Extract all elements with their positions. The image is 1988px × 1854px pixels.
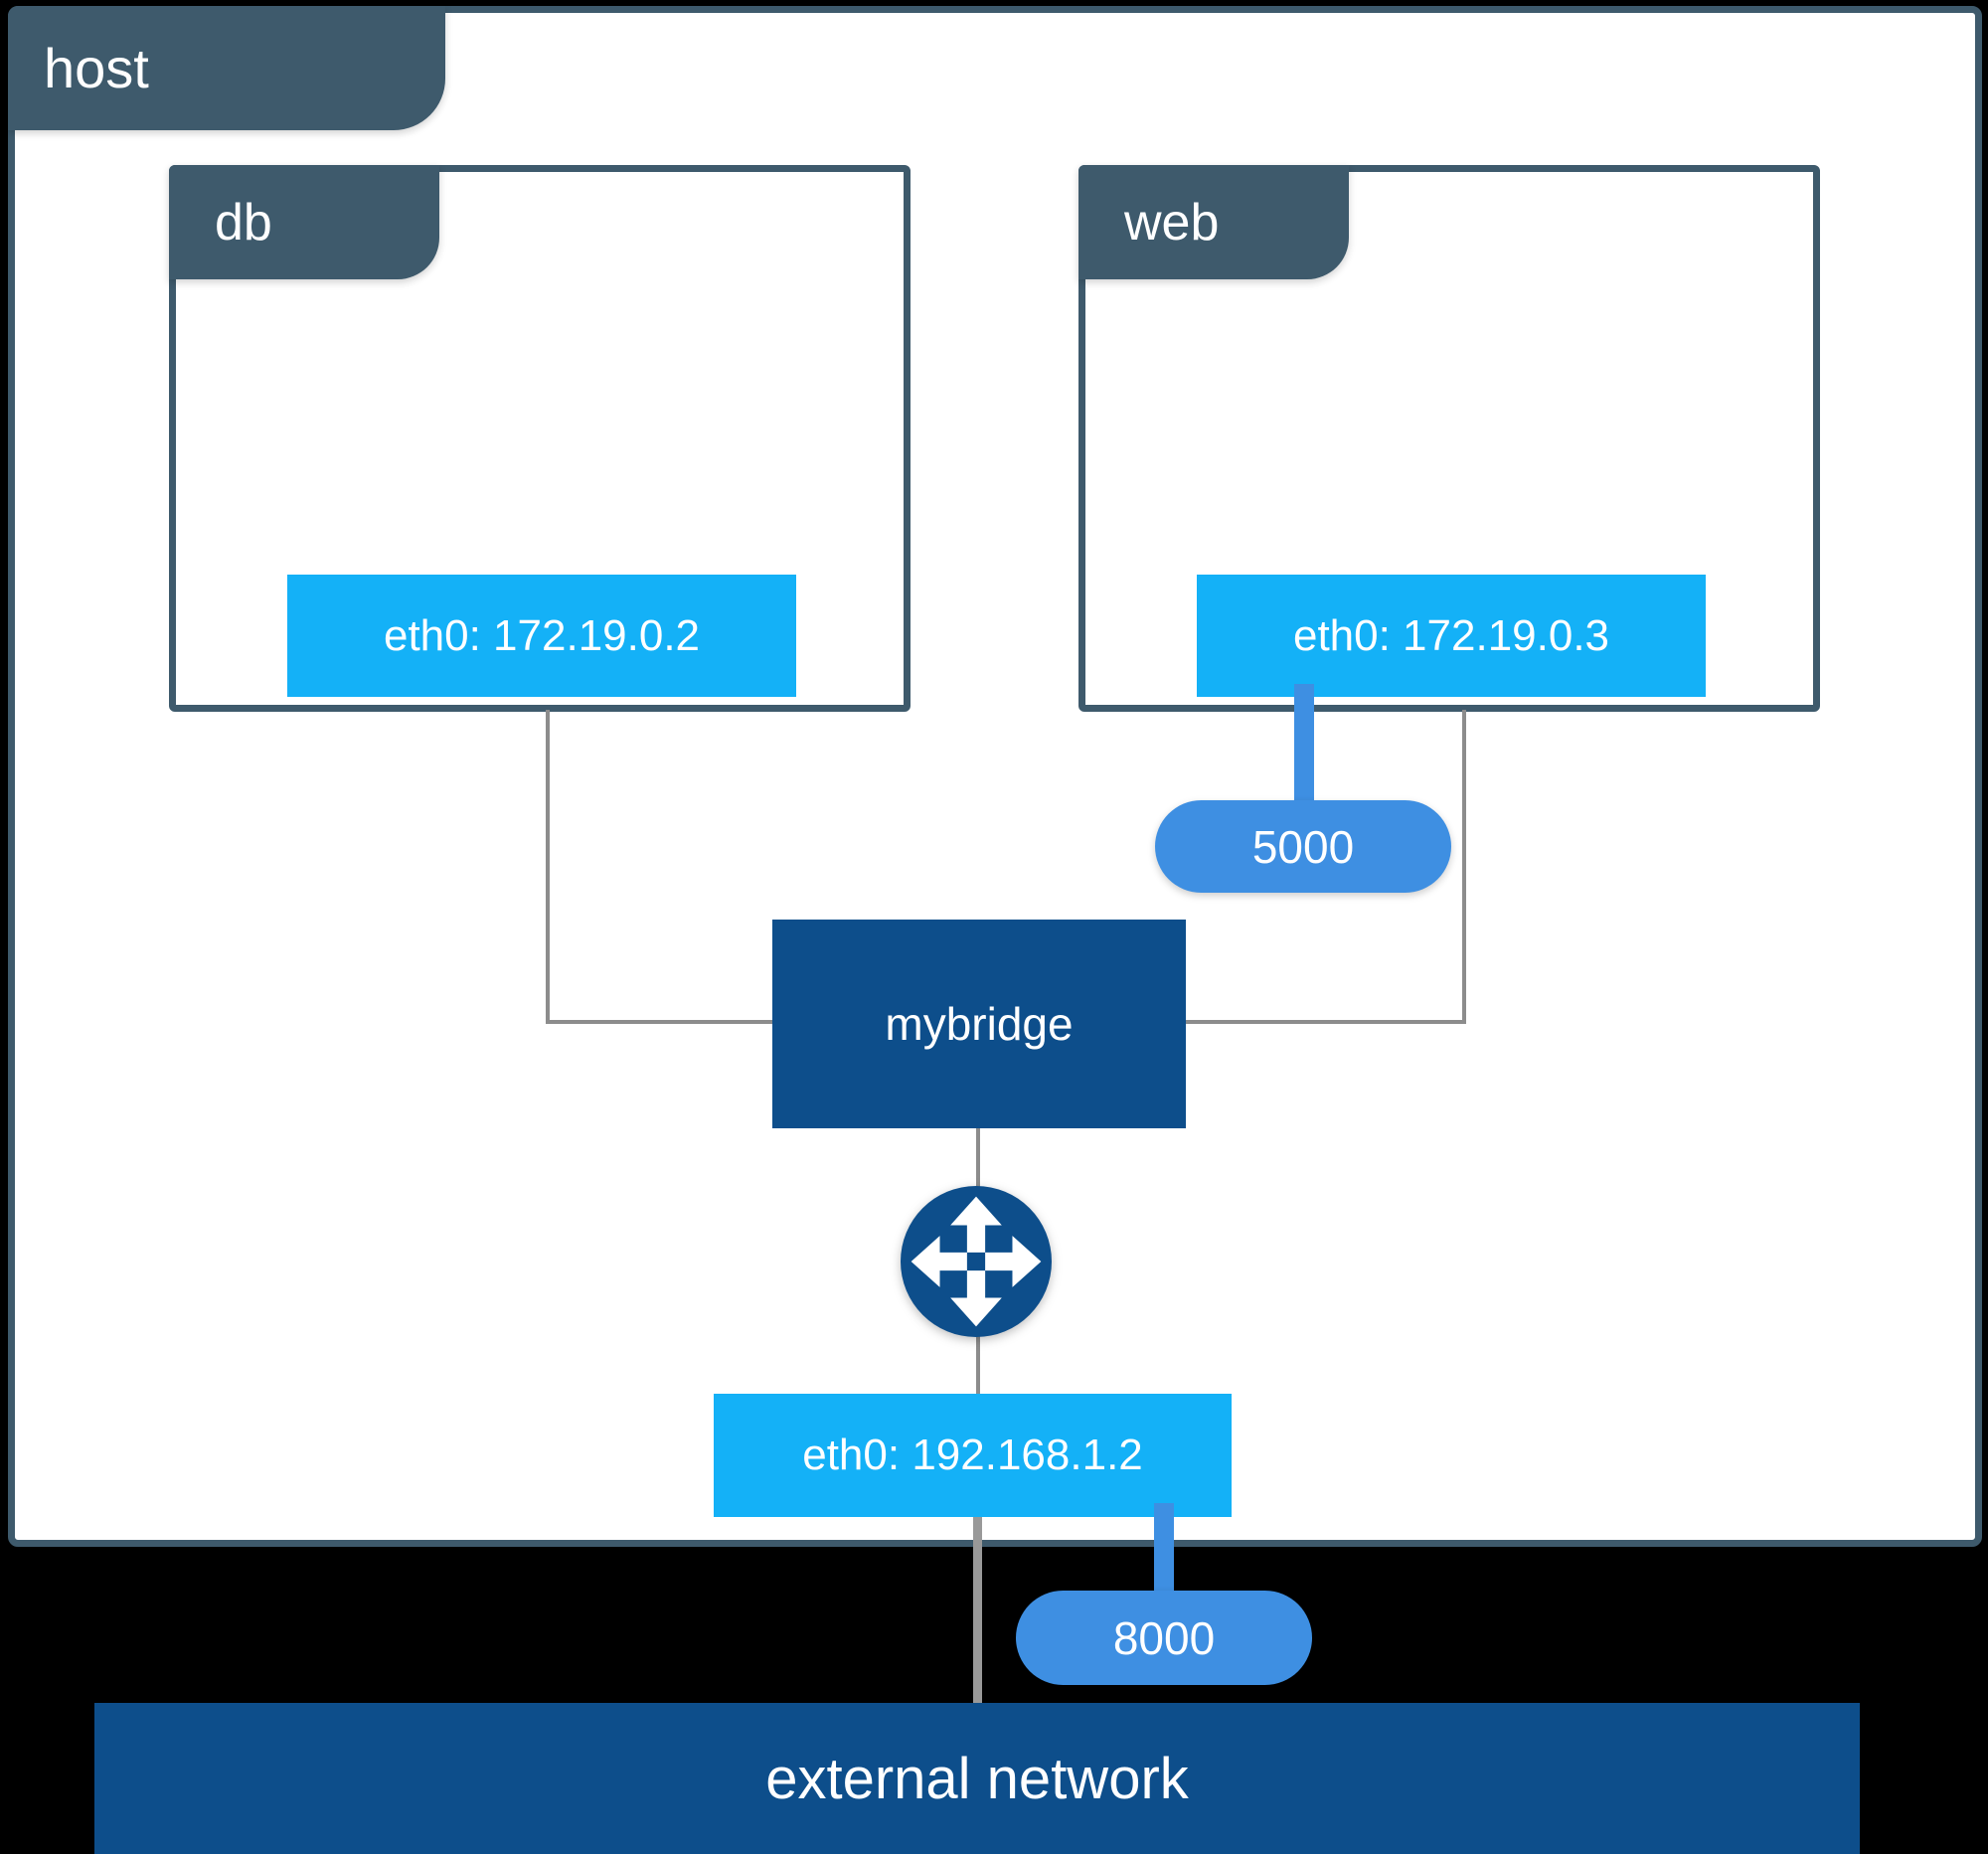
host-tab: host xyxy=(8,6,445,130)
port-8000-badge: 8000 xyxy=(1016,1591,1312,1685)
router-icon xyxy=(901,1186,1052,1337)
container-db-label: db xyxy=(215,193,272,252)
port-8000-label: 8000 xyxy=(1112,1611,1216,1664)
external-network-label: external network xyxy=(765,1746,1189,1811)
db-eth0-label: eth0: 172.19.0.2 xyxy=(383,610,701,660)
db-eth0-interface: eth0: 172.19.0.2 xyxy=(287,575,796,697)
db-to-bridge-connector-vertical xyxy=(546,710,550,1024)
port-5000-badge: 5000 xyxy=(1155,800,1451,893)
web-to-bridge-connector-horizontal xyxy=(1186,1020,1466,1024)
web-eth0-interface: eth0: 172.19.0.3 xyxy=(1197,575,1706,697)
container-web-tab: web xyxy=(1078,165,1349,279)
bridge-label: mybridge xyxy=(885,998,1074,1050)
db-to-bridge-connector-horizontal xyxy=(546,1020,774,1024)
hosteth-to-external-connector xyxy=(973,1517,982,1708)
port-5000-label: 5000 xyxy=(1251,820,1355,873)
host-eth0-label: eth0: 192.168.1.2 xyxy=(802,1431,1143,1479)
web-to-bridge-connector-vertical xyxy=(1462,710,1466,1024)
host-eth0-interface: eth0: 192.168.1.2 xyxy=(714,1394,1232,1517)
web-port-connector xyxy=(1294,684,1314,805)
bridge-node: mybridge xyxy=(772,920,1186,1128)
host-port-connector xyxy=(1154,1503,1174,1598)
web-eth0-label: eth0: 172.19.0.3 xyxy=(1292,610,1610,660)
container-web-label: web xyxy=(1124,193,1220,252)
host-label: host xyxy=(44,37,149,99)
external-network-bar: external network xyxy=(94,1703,1860,1854)
container-db-tab: db xyxy=(169,165,439,279)
